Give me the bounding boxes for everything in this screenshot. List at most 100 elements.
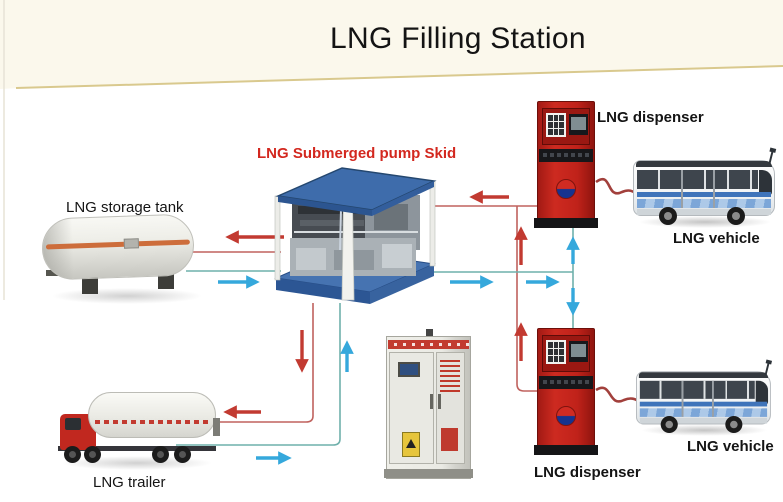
dispenser-readout-band [539,376,593,389]
trailer-shadow [62,456,212,470]
dispenser-readout-band [539,149,593,162]
bus-door-line [681,170,683,208]
trailer-cab-window [65,418,81,430]
dispenser-keypad [546,340,566,364]
bus-door-line [681,380,684,417]
cabinet-plinth [384,469,473,478]
keypad-key [548,349,553,355]
keypad-key [559,349,564,355]
bus-wheel-hub [730,420,738,429]
trailer-wheel [64,446,81,463]
cabinet-handle [430,394,433,409]
keypad-key [553,115,559,121]
page-title: LNG Filling Station [330,22,586,55]
trailer-wheel-hub [179,451,186,458]
cabinet-red-label [441,428,458,451]
skid-center-column [341,169,355,301]
bus-wheel-hub [664,212,672,220]
bus-roof [638,372,769,378]
skid-post [274,195,281,281]
keypad-key [548,122,553,128]
keypad-key [553,342,559,348]
skid-base-side [370,264,434,304]
skid-equipment-detail [334,250,374,270]
label-vehicle-top: LNG vehicle [673,230,760,247]
trailer-wheel-hub [157,451,164,458]
dispenser-screen [569,114,588,135]
skid-post [429,180,436,267]
dispenser-readout-digits [543,153,589,157]
keypad-key [553,356,559,362]
skid-equipment-detail [300,220,364,226]
bus-stripe [637,192,771,197]
trailer-wheel-hub [69,451,76,458]
keypad-key [559,342,564,348]
keypad-key [548,129,553,135]
bus-wheel [725,415,743,434]
trailer-tank-stripe [95,420,209,424]
dispenser-screen-glass [571,344,586,357]
keypad-key [548,115,553,121]
skid-equipment-detail [296,248,326,270]
trailer-tank [88,392,216,438]
trailer-wheel-hub [89,451,96,458]
trailer-chassis [58,446,216,451]
skid-frame-edge [339,167,343,251]
control-cabinet [384,329,473,479]
keypad-key [548,356,553,362]
bus-stripe [639,401,768,407]
dispenser-logo [556,179,576,199]
dispenser2-vapor-riser-line [516,206,539,392]
skid-roof [275,167,437,211]
cabinet-display [398,362,420,377]
skid-equipment-block [290,238,416,276]
dispenser-base [534,445,598,455]
bus-stripe-pattern [639,408,768,417]
dispenser-screen [569,341,588,362]
bus-skirt [637,209,771,215]
bus-mirror-head [769,147,777,153]
label-dispenser-top: LNG dispenser [597,109,704,126]
bus-mirror-head [765,359,773,365]
bus-stripe-pattern [637,199,771,208]
keypad-key [548,342,553,348]
bus-shadow [641,424,768,436]
skid-roof-edge [372,181,434,216]
bus-roof [636,161,772,167]
skid-equipment-detail [374,204,408,230]
dispenser-logo [556,406,576,426]
bus-windshield [755,380,769,406]
label-trailer: LNG trailer [93,474,166,491]
bus-skirt [639,417,768,424]
bus-wheel [659,207,677,225]
bus-windows [639,380,755,399]
bus-wheel-hub [665,420,674,429]
warning-sign-icon [402,432,420,457]
skid-base-top [274,249,436,293]
keypad-key [559,122,564,128]
skid-equipment-block [292,190,380,242]
keypad-key [559,356,564,362]
label-dispenser-bottom: LNG dispenser [534,464,641,481]
skid-equipment-block [365,195,420,250]
bus-bottom [636,358,774,440]
label-storage-tank: LNG storage tank [66,199,184,216]
bus-wheel-hub [732,212,740,220]
tank-body [40,213,196,281]
cabinet-top-band [388,340,469,349]
label-vehicle-bottom: LNG vehicle [687,438,774,455]
keypad-key [553,122,559,128]
dispenser-base [534,218,598,228]
skid-base-front [276,278,370,304]
keypad-key [559,129,564,135]
dispenser-top [534,101,598,228]
dispenser-screen-glass [571,117,586,130]
storage-tank [38,192,202,304]
keypad-key [553,129,559,135]
bus-windshield [759,170,772,196]
bus-mirror [768,147,777,165]
cabinet-vent [426,329,433,337]
dispenser-readout-digits [543,380,589,384]
trailer-wheel [84,446,101,463]
